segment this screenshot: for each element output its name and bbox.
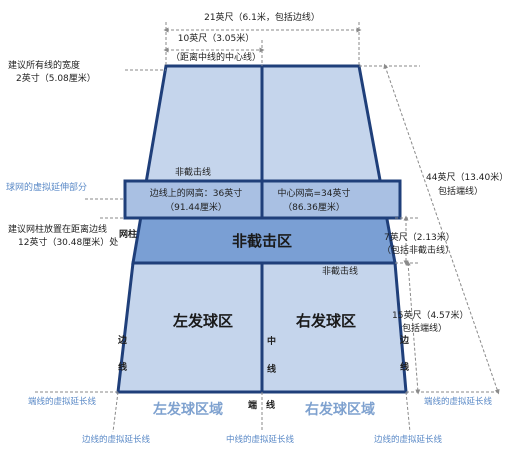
- sideline-left-label-1: 边: [117, 334, 128, 346]
- net-post-note-1: 建议网柱放置在距离边线: [8, 223, 107, 235]
- baseline-label-1: 端: [248, 399, 257, 411]
- centerline-label-2: 线: [267, 363, 276, 375]
- half-width-label: 10英尺（3.05米）: [178, 32, 255, 44]
- left-service-label: 左发球区: [172, 312, 233, 330]
- half-width-note: （距离中线的中心线）: [171, 51, 261, 63]
- width-total-label: 21英尺（6.1米，包括边线）: [204, 11, 320, 23]
- baseline-label-2: 线: [266, 399, 275, 411]
- sideline-left-label-2: 线: [118, 361, 127, 373]
- sideline-right-label-2: 线: [400, 361, 409, 373]
- net-center-height-2: （86.36厘米）: [283, 201, 345, 213]
- sideline-ext-right-label: 边线的虚拟延长线: [374, 434, 443, 445]
- baseline-ext-right-label: 端线的虚拟延长线: [424, 396, 493, 407]
- left-service-area-label: 左发球区域: [152, 401, 223, 418]
- net-center-height-1: 中心网高=34英寸: [278, 187, 351, 199]
- service-dim-label-1: 15英尺（4.57米）: [392, 309, 469, 321]
- service-dim-line: [405, 260, 421, 395]
- nvz-line-bottom-label: 非截击线: [322, 265, 358, 277]
- net-side-height-2: （91.44厘米）: [165, 201, 227, 213]
- net-post-label: 网柱: [119, 228, 137, 240]
- length-total-label-1: 44英尺（13.40米）: [426, 171, 508, 183]
- line-width-label-2: 2英寸（5.08厘米）: [16, 72, 96, 84]
- nvz-dim-label-2: （包括非截击线）: [382, 244, 454, 256]
- right-service-label: 右发球区: [296, 312, 356, 330]
- right-service-area-label: 右发球区域: [304, 401, 375, 418]
- center-ext-label: 中线的虚拟延长线: [226, 434, 295, 445]
- service-dim-label-2: 包括端线）: [402, 322, 447, 334]
- sideline-ext-left: [112, 391, 119, 433]
- length-dim-line: [383, 63, 500, 395]
- nvz-dim-label-1: 7英尺（2.13米）: [384, 231, 455, 243]
- sideline-ext-left-label: 边线的虚拟延长线: [82, 434, 151, 445]
- length-total-label-2: 包括端线）: [438, 185, 483, 197]
- virtual-net-ext-label: 球网的虚拟延伸部分: [6, 181, 87, 193]
- line-width-label-1: 建议所有线的宽度: [8, 59, 80, 71]
- sideline-ext-right: [405, 391, 411, 433]
- nvz-line-top-label: 非截击线: [175, 166, 211, 178]
- net-side-height-1: 边线上的网高：36英寸: [150, 187, 242, 199]
- baseline-ext-left-label: 端线的虚拟延长线: [28, 396, 97, 407]
- centerline-label-1: 中: [267, 335, 276, 347]
- nvz-label: 非截击区: [232, 232, 292, 250]
- sideline-right-label-1: 边: [399, 334, 410, 346]
- net-post-note-2: 12英寸（30.48厘米）处: [18, 236, 118, 248]
